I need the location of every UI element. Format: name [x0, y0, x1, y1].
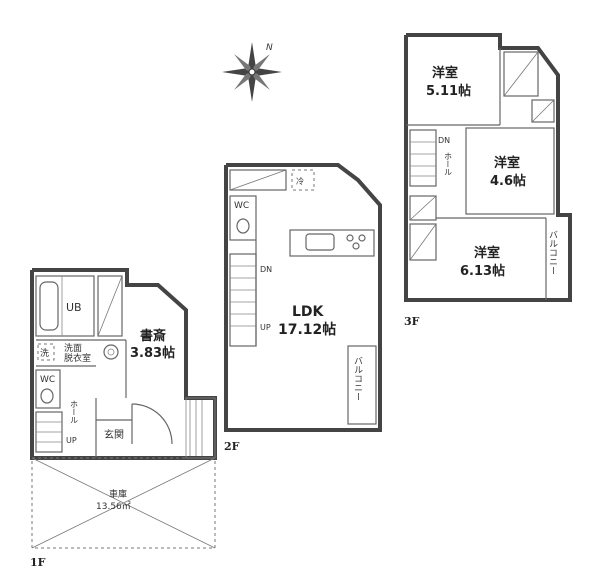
entrance-label: 玄関: [104, 428, 124, 441]
room-a-name: 洋室: [432, 65, 458, 81]
study-name: 書斎: [140, 328, 166, 344]
room-b: [465, 127, 555, 215]
first-floor: UB 洗 洗面 脱衣室 書斎 3.83帖 WC ホール UP 玄関: [30, 268, 217, 569]
washing-machine-icon: [37, 343, 55, 361]
floor-label-3f: 3F: [404, 315, 420, 328]
closet-3f-1: [503, 51, 539, 97]
room-c-size: 6.13帖: [460, 263, 505, 279]
kitchen-counter: [289, 229, 375, 257]
balcony-label-2f: バルコニー: [352, 356, 363, 401]
washer-mark: 洗: [40, 347, 49, 359]
storage-closet: [97, 275, 123, 337]
stairs-down-2f: DN: [260, 265, 272, 274]
sink-icon: [305, 233, 335, 251]
second-floor-outer-wall: [224, 163, 382, 432]
garage-area: 13.56㎡: [96, 501, 131, 512]
stairs-down-3f: DN: [438, 136, 450, 145]
stairs-up-2f: UP: [260, 323, 271, 332]
washroom-label-1: 洗面: [64, 342, 82, 354]
study-size: 3.83帖: [130, 345, 175, 361]
fridge-label: 冷: [296, 176, 304, 186]
ldk-size: 17.12帖: [278, 321, 336, 338]
entry-door-swing: [131, 403, 173, 445]
washbasin-icon: [103, 344, 119, 360]
hall-label-3f: ホール: [444, 152, 453, 176]
storage-2f: [229, 169, 287, 191]
toilet-icon-2f: [236, 218, 250, 234]
wc-room-2f: [229, 195, 257, 241]
room-c-name: 洋室: [474, 245, 500, 261]
washroom-label-2: 脱衣室: [64, 352, 91, 364]
third-floor: 洋室 5.11帖 DN ホール 洋室 4.6帖 洋室 6.13帖 バルコニー 3…: [404, 33, 572, 328]
closet-3f-4: [409, 223, 437, 261]
closet-3f-3: [409, 195, 437, 221]
floor-label-1f: 1F: [30, 556, 46, 569]
balcony-label-3f: バルコニー: [547, 230, 558, 275]
hall-label-1f: ホール: [70, 400, 79, 424]
fridge-space: [291, 169, 315, 191]
stairs-up-1f: UP: [66, 436, 77, 445]
room-a-size: 5.11帖: [426, 83, 471, 99]
stairs-3f: [409, 129, 437, 187]
floor-label-2f: 2F: [224, 440, 240, 453]
third-floor-outer-wall: [404, 33, 572, 302]
stove-burner-icon: [346, 234, 354, 242]
garage: [31, 457, 216, 549]
ldk-name: LDK: [292, 304, 325, 320]
stairs-2f: [229, 253, 257, 347]
closet-3f-2: [531, 99, 555, 123]
second-floor: 冷 WC DN UP LDK 17.12帖 バルコニー 2F: [224, 163, 382, 453]
room-b-name: 洋室: [494, 155, 520, 171]
bathtub-icon: [39, 281, 59, 331]
toilet-icon: [40, 388, 54, 404]
unit-bath: [35, 275, 95, 337]
wc-room: [35, 369, 61, 409]
garage-name: 車庫: [109, 488, 127, 500]
compass-rose-icon: N: [222, 42, 282, 102]
wc-label-2f: WC: [234, 201, 249, 211]
bath-label: UB: [66, 301, 82, 314]
balcony-2f: [347, 345, 377, 425]
north-label: N: [266, 43, 273, 53]
room-b-size: 4.6帖: [490, 173, 526, 189]
wc-label-1f: WC: [40, 375, 55, 385]
